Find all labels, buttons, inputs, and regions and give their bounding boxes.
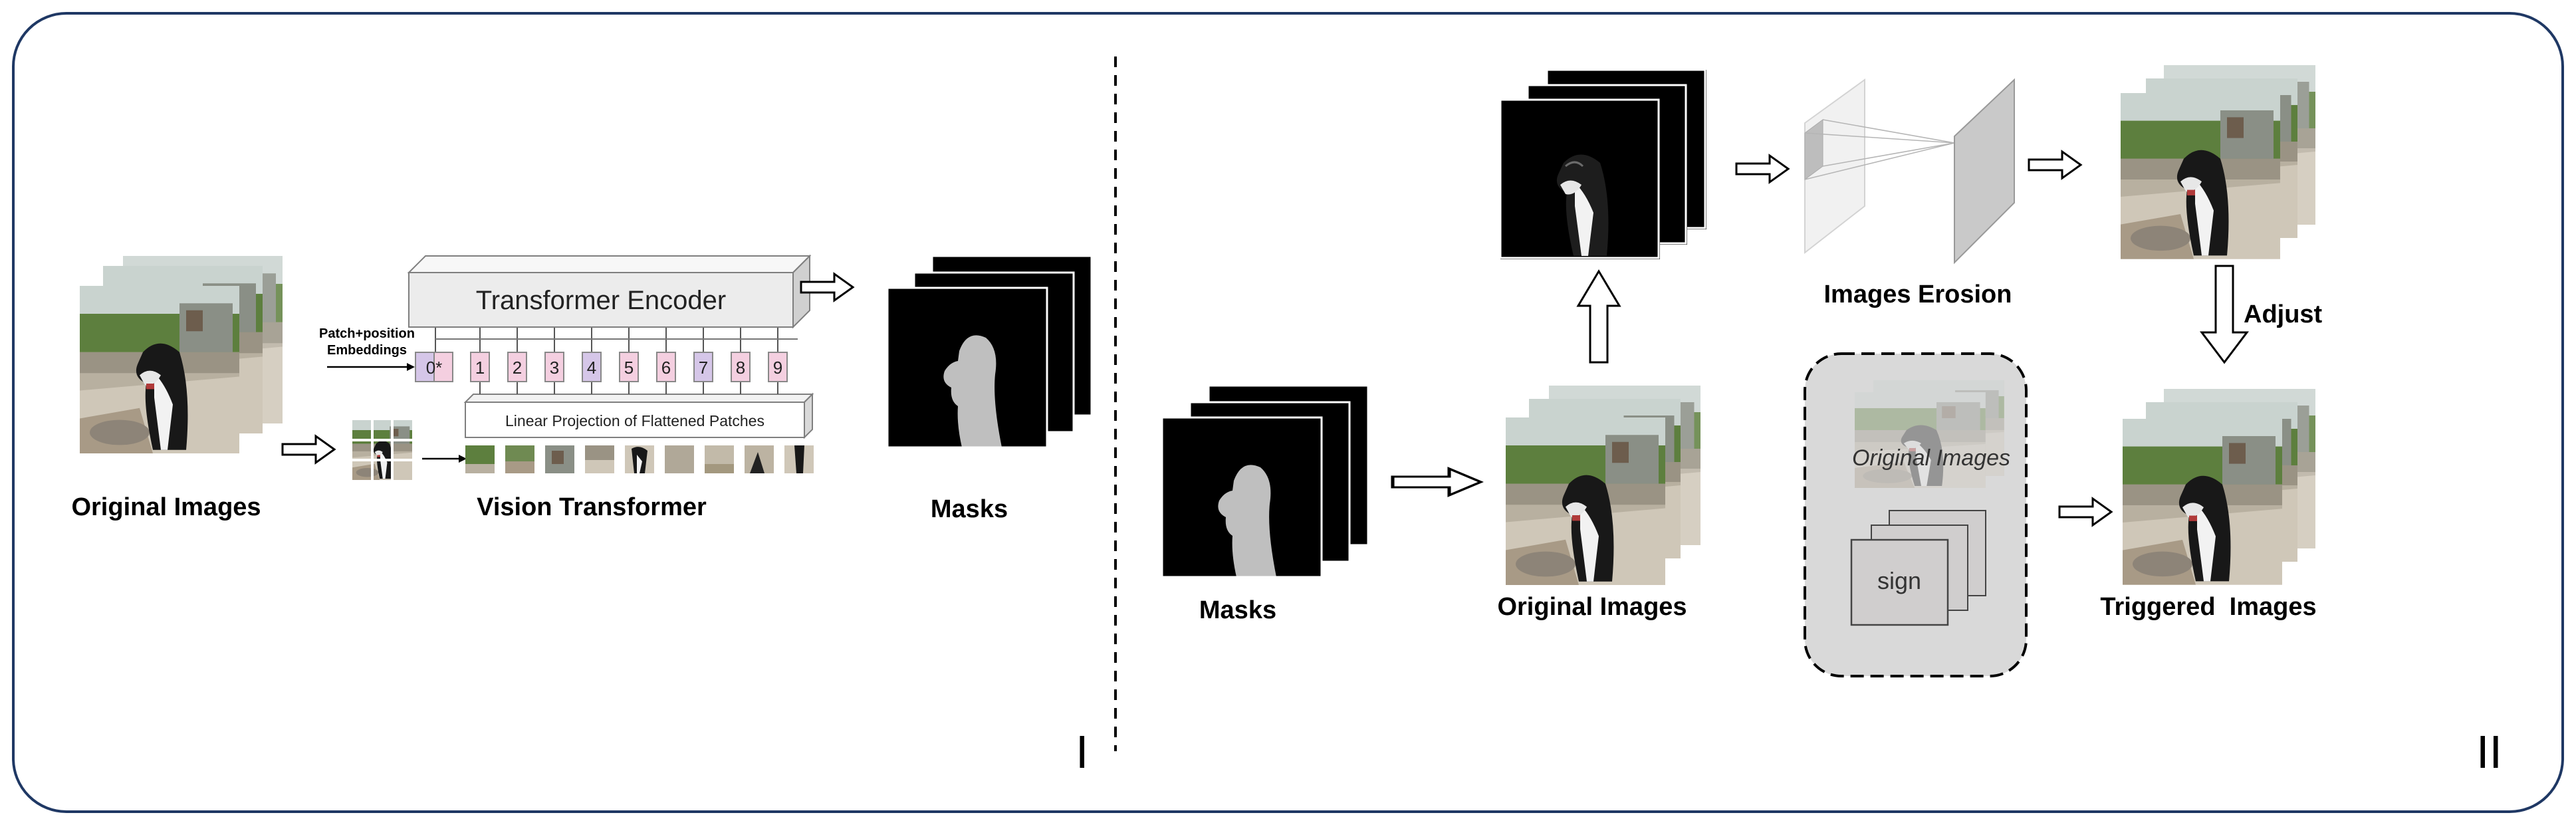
original-images-label-right: Original Images bbox=[1497, 593, 1687, 621]
adjust-label: Adjust bbox=[2244, 300, 2323, 328]
masks-stack-right bbox=[1161, 384, 1369, 578]
token-7: 7 bbox=[693, 352, 713, 382]
token-3: 3 bbox=[544, 352, 564, 382]
token-2: 2 bbox=[507, 352, 527, 382]
embeddings-label-line1: Patch+position bbox=[319, 326, 415, 341]
svg-text:9: 9 bbox=[773, 358, 782, 378]
section-label-ii: II bbox=[2476, 726, 2502, 778]
arrow-up bbox=[1576, 269, 1621, 364]
masks-stack-left bbox=[886, 255, 1093, 449]
arrow-to-patches bbox=[281, 435, 336, 464]
original-images-stack-right bbox=[1506, 386, 1700, 585]
linear-projection-label: Linear Projection of Flattened Patches bbox=[505, 412, 764, 429]
svg-text:0*: 0* bbox=[426, 358, 443, 378]
transformer-encoder-box bbox=[407, 254, 812, 329]
token-6: 6 bbox=[656, 352, 676, 382]
linear-projection-box bbox=[463, 392, 814, 439]
flattened-patches bbox=[465, 445, 814, 473]
token-8: 8 bbox=[731, 352, 751, 382]
token-projection-connectors bbox=[435, 327, 798, 394]
embedding-tokens: 0* 1 2 3 4 5 6 7 8 9 bbox=[415, 352, 788, 382]
original-images-stack bbox=[80, 256, 283, 453]
arrow-masks-to-original bbox=[1393, 469, 1481, 495]
svg-text:6: 6 bbox=[661, 358, 671, 378]
token-0: 0* bbox=[415, 352, 453, 382]
svg-text:2: 2 bbox=[513, 358, 522, 378]
transformer-encoder-label: Transformer Encoder bbox=[476, 286, 726, 315]
box-original-images-label: Original Images bbox=[1852, 445, 2010, 471]
erosion-illustration bbox=[1804, 78, 2015, 265]
sign-stack bbox=[1850, 510, 1986, 626]
token-4: 4 bbox=[582, 352, 602, 382]
diagram-border bbox=[12, 12, 2564, 813]
sign-label: sign bbox=[1877, 567, 1921, 594]
svg-text:4: 4 bbox=[587, 358, 596, 378]
eroded-images-stack bbox=[2121, 65, 2315, 259]
arrow-down-adjust bbox=[2199, 265, 2250, 364]
arrow-to-erosion bbox=[1735, 154, 1790, 183]
svg-text:3: 3 bbox=[550, 358, 559, 378]
svg-text:8: 8 bbox=[736, 358, 745, 378]
svg-text:7: 7 bbox=[699, 358, 708, 378]
images-erosion-label: Images Erosion bbox=[1824, 281, 2012, 308]
token-1: 1 bbox=[470, 352, 490, 382]
faded-original-images bbox=[1855, 380, 2004, 488]
triggered-images-stack bbox=[2123, 389, 2315, 585]
embeddings-label-line2: Embeddings bbox=[327, 343, 407, 358]
masks-label-right: Masks bbox=[1199, 596, 1276, 624]
svg-text:1: 1 bbox=[475, 358, 485, 378]
patch-grid bbox=[351, 419, 413, 481]
arrow-to-triggered bbox=[2058, 497, 2113, 527]
masked-dog-stack bbox=[1499, 68, 1708, 261]
triggered-images-label: Triggered Images bbox=[2100, 593, 2316, 621]
arrow-to-eroded bbox=[2028, 150, 2082, 179]
svg-text:5: 5 bbox=[624, 358, 634, 378]
token-5: 5 bbox=[619, 352, 639, 382]
section-label-i: I bbox=[1076, 726, 1088, 778]
masks-label-left: Masks bbox=[931, 495, 1008, 523]
vision-transformer-label: Vision Transformer bbox=[477, 493, 707, 521]
original-images-label: Original Images bbox=[71, 493, 261, 521]
token-9: 9 bbox=[768, 352, 788, 382]
